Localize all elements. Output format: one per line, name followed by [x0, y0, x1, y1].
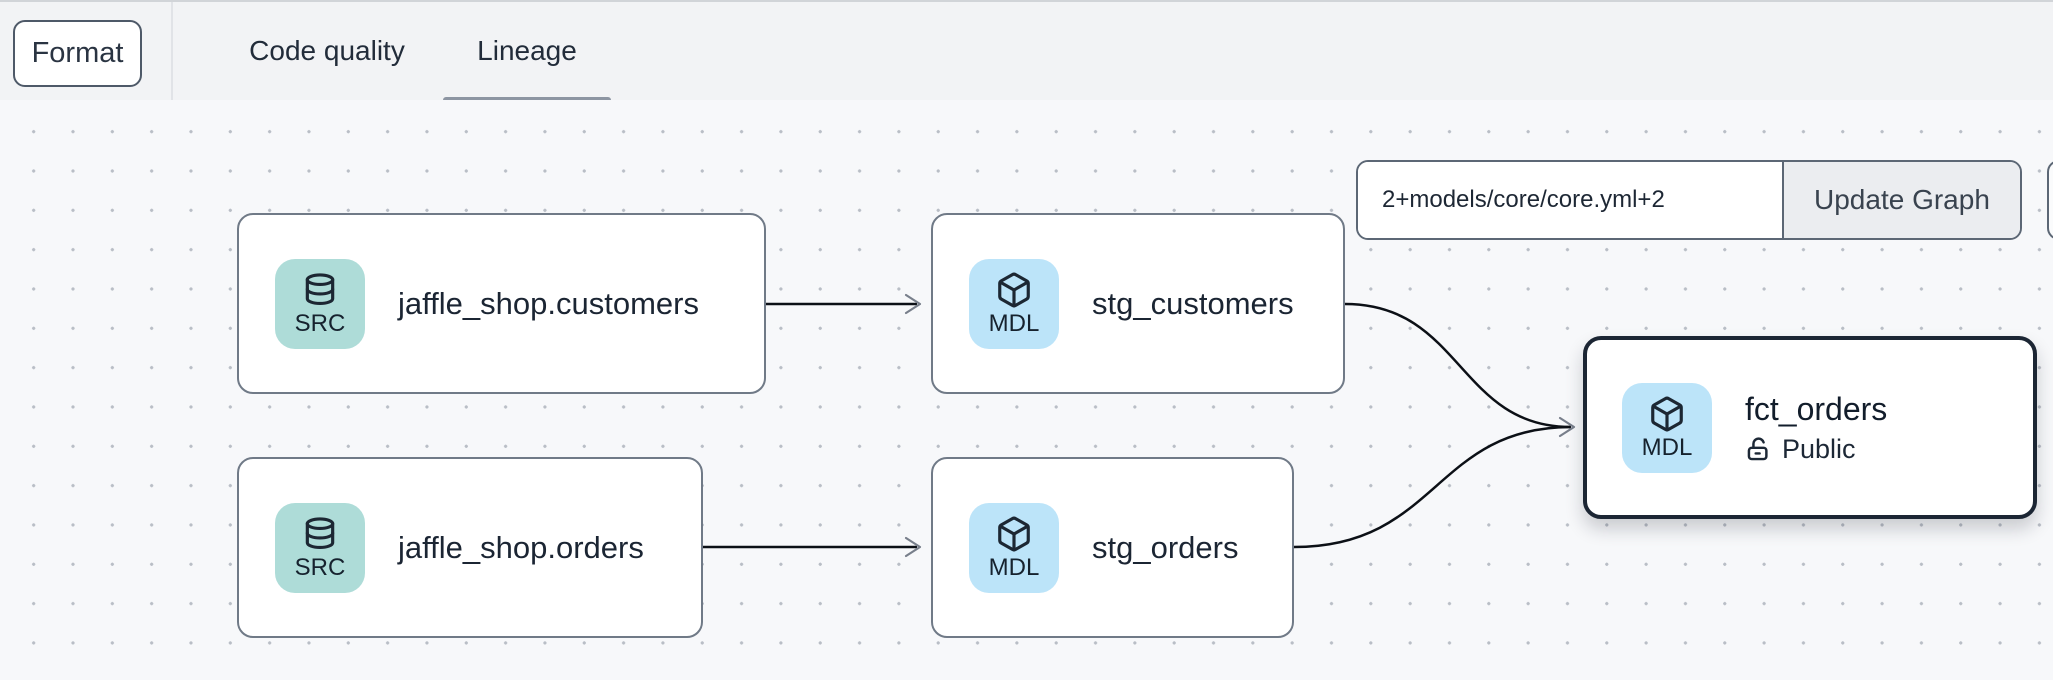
- node-jaffle-shop-orders[interactable]: SRC jaffle_shop.orders: [237, 457, 703, 638]
- node-label: jaffle_shop.orders: [398, 529, 644, 565]
- clipped-control-button[interactable]: [2047, 160, 2053, 240]
- tab-lineage[interactable]: Lineage: [477, 35, 577, 66]
- arrowhead-icon: [1558, 416, 1576, 438]
- editor-toolbar: Format Code quality Lineage: [0, 0, 2053, 103]
- unlock-icon: [1747, 436, 1768, 460]
- update-graph-button[interactable]: Update Graph: [1782, 162, 2020, 238]
- database-icon: [305, 517, 335, 550]
- node-jaffle-shop-customers[interactable]: SRC jaffle_shop.customers: [237, 213, 766, 394]
- edge-stgorders-to-fct: [1293, 425, 1572, 549]
- database-icon: [305, 273, 335, 306]
- node-stg-orders[interactable]: MDL stg_orders: [931, 457, 1294, 638]
- node-fct-orders[interactable]: MDL fct_orders Public: [1583, 336, 2037, 519]
- access-row: Public: [1745, 434, 1887, 465]
- model-badge: MDL: [969, 258, 1059, 349]
- cube-icon: [1651, 396, 1683, 432]
- badge-label: MDL: [988, 310, 1040, 337]
- format-button[interactable]: Format: [13, 20, 142, 87]
- toolbar-divider: [171, 2, 173, 102]
- cube-icon: [998, 272, 1030, 308]
- cube-icon: [998, 516, 1030, 552]
- node-label: jaffle_shop.customers: [398, 285, 699, 321]
- arrowhead-icon: [904, 536, 922, 558]
- graph-selector-group: Update Graph: [1356, 160, 2022, 240]
- arrowhead-icon: [904, 293, 922, 315]
- node-stg-customers[interactable]: MDL stg_customers: [931, 213, 1345, 394]
- source-badge: SRC: [275, 502, 365, 593]
- model-badge: MDL: [969, 502, 1059, 593]
- node-label: stg_orders: [1092, 529, 1239, 565]
- tab-code-quality[interactable]: Code quality: [249, 35, 405, 66]
- badge-label: MDL: [988, 554, 1040, 581]
- source-badge: SRC: [275, 258, 365, 349]
- badge-label: SRC: [294, 554, 346, 581]
- edge-stgcustomers-to-fct: [1344, 302, 1572, 429]
- badge-label: MDL: [1641, 434, 1693, 461]
- node-label: fct_orders: [1745, 390, 1888, 427]
- graph-selector-input[interactable]: [1358, 162, 1782, 238]
- lineage-canvas[interactable]: SRC jaffle_shop.customers MDL stg_custom…: [0, 100, 2053, 680]
- node-label: stg_customers: [1092, 285, 1294, 321]
- model-badge: MDL: [1622, 382, 1712, 473]
- badge-label: SRC: [294, 310, 346, 337]
- access-label: Public: [1782, 433, 1856, 464]
